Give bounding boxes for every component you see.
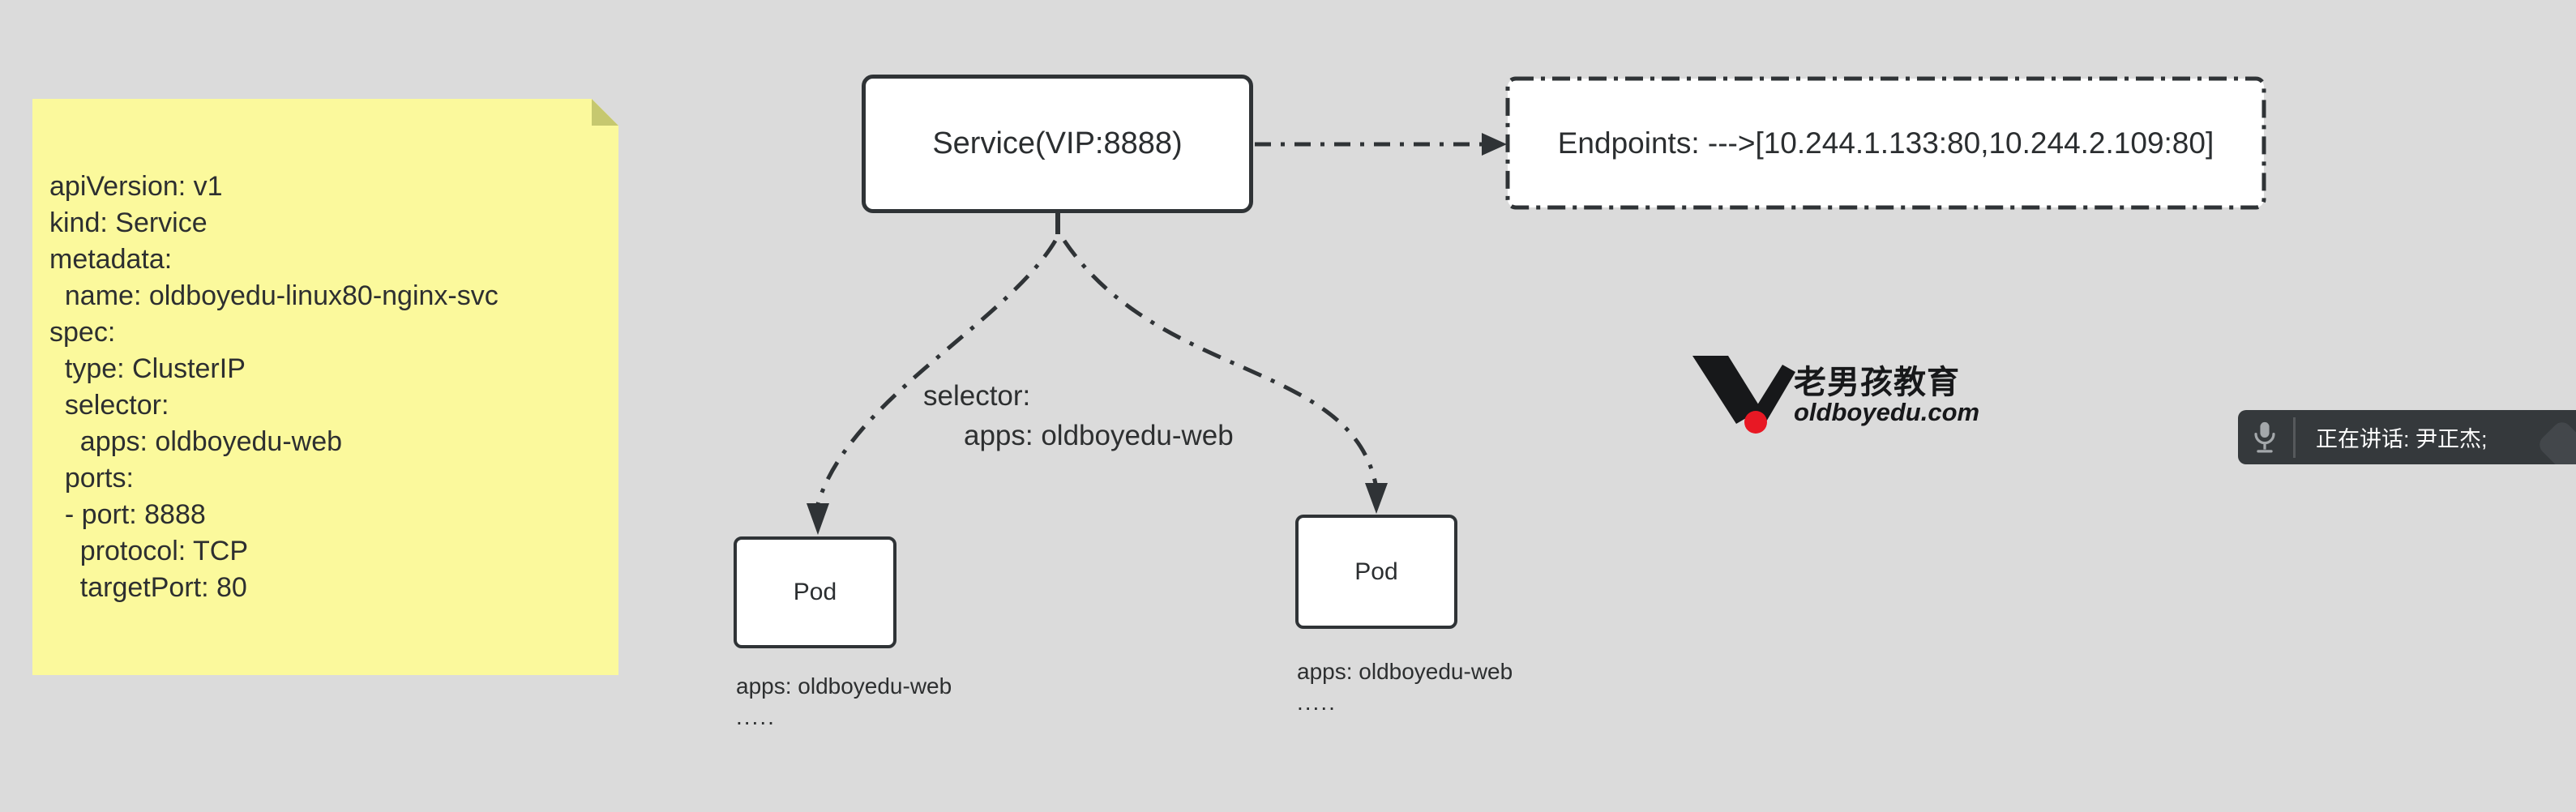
logo-brand-text: 老男孩教育 — [1794, 365, 1960, 400]
endpoints-box-frame — [1505, 76, 2266, 210]
selector-annotation-line2: apps: oldboyedu-web — [964, 420, 1234, 451]
endpoints-node-label: Endpoints: --->[10.244.1.133:80,10.244.2… — [1557, 126, 2214, 160]
pod-node-left-label: Pod — [793, 579, 837, 605]
service-node-label: Service(VIP:8888) — [932, 126, 1183, 160]
logo-red-dot-icon — [1744, 411, 1767, 434]
pod-left-caption-ellipsis: ..... — [736, 704, 776, 729]
pod-node-right-label: Pod — [1354, 558, 1398, 585]
service-yaml-text: apiVersion: v1 kind: Service metadata: n… — [49, 171, 499, 603]
speaking-toast: 正在讲话: 尹正杰; — [2238, 410, 2576, 464]
selector-annotation: selector: apps: oldboyedu-web — [923, 376, 1234, 455]
service-to-pod-right-curve — [1062, 239, 1378, 485]
pod-right-caption-ellipsis: ..... — [1297, 690, 1337, 715]
arrowhead-down-right-icon — [1365, 483, 1388, 514]
oldboyedu-logo: 老男孩教育 oldboyedu.com — [1684, 351, 2000, 440]
logo-domain-text: oldboyedu.com — [1794, 398, 1980, 426]
speaking-toast-message: 正在讲话: 尹正杰; — [2316, 427, 2488, 451]
v-check-logo-icon — [1692, 356, 1795, 434]
endpoints-node[interactable]: Endpoints: --->[10.244.1.133:80,10.244.2… — [1506, 77, 2266, 209]
pod-node-right[interactable]: Pod — [1295, 515, 1457, 629]
pod-right-caption: apps: oldboyedu-web ..... — [1297, 656, 1513, 718]
microphone-icon — [2254, 421, 2275, 452]
sticky-note[interactable]: apiVersion: v1 kind: Service metadata: n… — [32, 99, 618, 675]
pod-right-caption-text: apps: oldboyedu-web — [1297, 659, 1513, 684]
arrowhead-down-left-icon — [807, 503, 829, 535]
service-node[interactable]: Service(VIP:8888) — [862, 75, 1253, 213]
service-to-pod-left-curve — [815, 239, 1058, 505]
pod-node-left[interactable]: Pod — [734, 536, 896, 648]
toast-divider — [2293, 417, 2296, 458]
selector-annotation-line1: selector: — [923, 380, 1031, 412]
pod-left-caption-text: apps: oldboyedu-web — [736, 673, 952, 699]
toast-corner-stripe-icon — [2535, 418, 2576, 464]
arrowhead-right-icon — [1482, 133, 1507, 156]
pod-left-caption: apps: oldboyedu-web ..... — [736, 671, 952, 733]
